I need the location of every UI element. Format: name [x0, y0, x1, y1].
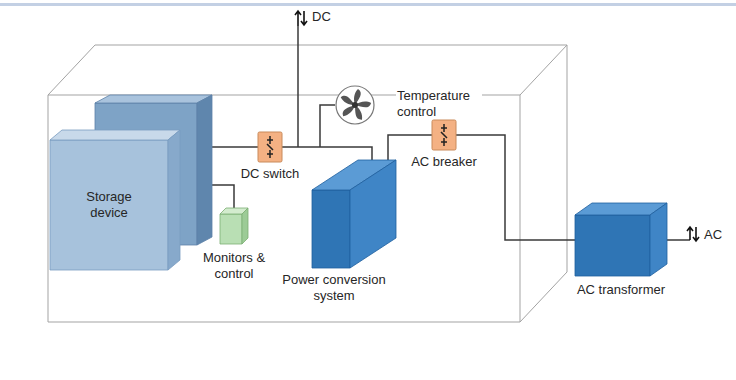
fan-hub	[352, 102, 358, 108]
terminal-label: DC	[311, 9, 332, 25]
node-text-box: Power conversion system	[272, 272, 396, 303]
fan-wire	[320, 105, 335, 147]
node-outline	[312, 160, 396, 268]
transformer-face	[575, 215, 650, 276]
storage-back-top	[95, 95, 212, 103]
node-label: Monitors & control	[194, 250, 274, 281]
terminal-arrows	[295, 11, 307, 26]
transformer-side	[650, 203, 667, 276]
switch-symbol	[267, 136, 273, 158]
converter-side	[350, 160, 396, 268]
power-wire	[282, 147, 372, 160]
fan-icon: Temperature control	[335, 85, 375, 125]
storage-back-side	[197, 95, 212, 245]
transformer-box: AC transformer	[575, 203, 667, 276]
enclosure-front	[48, 95, 520, 322]
node-outline	[335, 85, 375, 125]
storage-device-box: Storage device	[50, 95, 212, 270]
power-wire	[212, 185, 234, 208]
ac-breaker-box: AC breaker	[432, 120, 456, 150]
terminal-label-box: DC	[311, 9, 332, 25]
terminal-label-box: AC	[703, 227, 723, 243]
node-outline	[220, 208, 248, 244]
enclosure-back	[48, 45, 567, 322]
node-text-box: Monitors & control	[194, 250, 274, 281]
node-text-box: Storage device	[50, 140, 168, 270]
cube-face	[220, 214, 242, 244]
fan-ring	[336, 86, 374, 124]
node-label: DC switch	[240, 166, 301, 182]
node-label: Temperature control	[396, 88, 482, 119]
node-text-box: AC breaker	[406, 154, 482, 170]
node-text-box: DC switch	[232, 166, 308, 182]
switch-symbol	[441, 124, 447, 146]
switch-body	[258, 132, 282, 162]
cube-side	[242, 208, 248, 244]
node-outline	[432, 120, 456, 150]
terminal-label: AC	[703, 227, 723, 243]
top-rule	[0, 3, 736, 6]
power-wire	[212, 146, 258, 148]
storage-front-top	[50, 130, 180, 140]
node-label: AC breaker	[410, 154, 478, 170]
terminal-arrows	[687, 227, 699, 241]
power-converter-box: Power conversion system	[312, 160, 396, 268]
node-text-box: AC transformer	[570, 282, 672, 298]
node-label: AC transformer	[576, 282, 666, 298]
storage-front-side	[168, 130, 180, 270]
dc-switch-box: DC switch	[258, 132, 282, 162]
node-label: Storage device	[73, 189, 145, 220]
storage-front-face	[50, 140, 168, 270]
ac-terminal-wire	[667, 239, 690, 241]
node-outline	[575, 203, 667, 276]
node-text-box: Temperature control	[396, 88, 482, 119]
node-outline	[50, 95, 212, 270]
converter-face	[312, 190, 350, 268]
dc-terminal-wire	[297, 26, 299, 147]
switch-body	[432, 120, 456, 150]
monitor-control-box: Monitors & control	[220, 208, 248, 244]
power-wire	[456, 135, 575, 240]
node-outline	[258, 132, 282, 162]
node-label: Power conversion system	[272, 272, 396, 303]
